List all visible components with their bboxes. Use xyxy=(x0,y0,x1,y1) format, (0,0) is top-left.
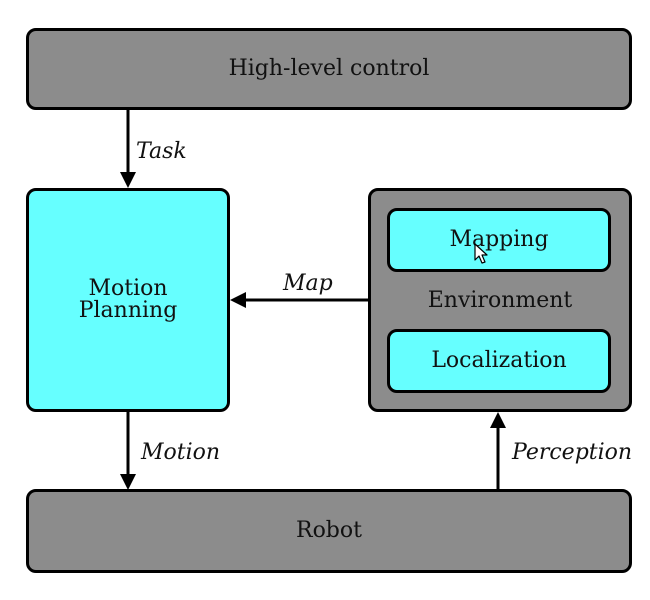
robot-label: Robot xyxy=(296,518,362,543)
high-level-control-label: High-level control xyxy=(228,56,430,81)
high-level-control-box: High-level control xyxy=(26,28,632,110)
motion-planning-box: Motion Planning xyxy=(26,188,230,412)
localization-label: Localization xyxy=(431,348,567,373)
perception-arrowhead xyxy=(490,412,506,428)
task-arrowhead xyxy=(120,172,136,188)
mapping-label: Mapping xyxy=(449,227,549,252)
motion-planning-label-line1: Motion xyxy=(88,276,168,301)
motion-planning-label-line2: Planning xyxy=(78,298,178,323)
motion-arrowhead xyxy=(120,474,136,490)
robot-box: Robot xyxy=(26,489,632,573)
perception-edge-label: Perception xyxy=(512,440,633,465)
environment-label: Environment xyxy=(427,288,573,313)
mapping-box[interactable]: Mapping xyxy=(387,208,611,272)
task-edge-label: Task xyxy=(136,139,187,164)
arrow-cursor-icon xyxy=(474,243,488,264)
localization-box: Localization xyxy=(387,329,611,393)
map-arrowhead xyxy=(230,292,246,308)
motion-edge-label: Motion xyxy=(141,440,221,465)
map-edge-label: Map xyxy=(283,271,333,296)
